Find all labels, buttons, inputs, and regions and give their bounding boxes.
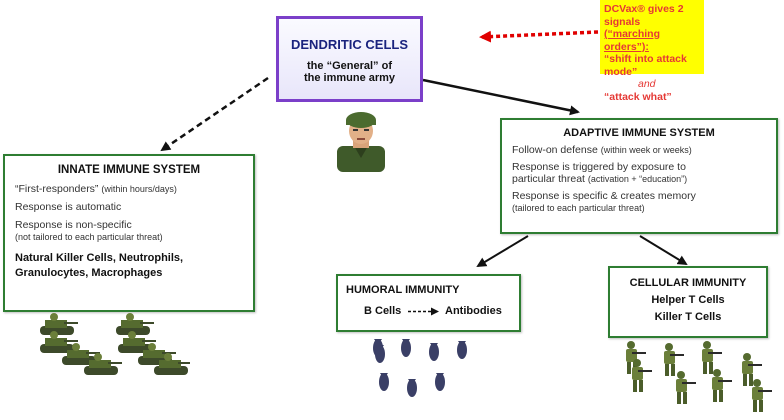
innate-line-1a: “First-responders” <box>15 183 99 195</box>
arrow-right-icon <box>408 307 440 316</box>
arrow-dcvax-to-dendritic <box>479 30 599 43</box>
adaptive-line-1b: (within week or weeks) <box>600 145 692 155</box>
bomb-icon <box>435 373 445 391</box>
adaptive-immune-system-box: ADAPTIVE IMMUNE SYSTEM Follow-on defense… <box>500 118 778 234</box>
cellular-immunity-box: CELLULAR IMMUNITY Helper T Cells Killer … <box>608 266 768 338</box>
adaptive-line-1a: Follow-on defense <box>512 144 598 156</box>
cellular-line-1: Helper T Cells <box>651 294 725 306</box>
bomb-icon <box>457 341 467 359</box>
tank-icon <box>40 313 78 335</box>
dcvax-line-5: “attack what” <box>604 90 672 103</box>
adaptive-line-particular-threat: particular threat (activation + “educati… <box>512 173 766 185</box>
tanks-illustration <box>40 313 190 375</box>
cellular-title: CELLULAR IMMUNITY <box>629 277 747 289</box>
arrow-dendritic-to-innate <box>160 76 269 152</box>
humoral-antibodies: Antibodies <box>445 305 502 317</box>
innate-line-4: (not tailored to each particular threat) <box>15 232 163 242</box>
soldiers-illustration <box>626 341 772 412</box>
bomb-icon <box>379 373 389 391</box>
soldier-icon <box>752 379 772 412</box>
bomb-icon <box>407 379 417 397</box>
dcvax-line-2: (“marching orders”): <box>604 28 661 53</box>
innate-line-first-responders: “First-responders” (within hours/days) <box>15 183 243 195</box>
innate-line-2: Response is automatic <box>15 201 122 213</box>
adaptive-line-5: (tailored to each particular threat) <box>512 203 645 213</box>
arrow-adaptive-to-cellular <box>639 235 688 266</box>
adaptive-line-follow-on: Follow-on defense (within week or weeks) <box>512 144 766 156</box>
tank-icon <box>116 313 154 335</box>
arrow-adaptive-to-humoral <box>476 235 529 268</box>
dendritic-subtitle-2: the immune army <box>303 72 396 84</box>
bomb-icon <box>375 345 385 363</box>
innate-line-1b: (within hours/days) <box>101 184 177 194</box>
humoral-row: B Cells Antibodies <box>346 305 511 317</box>
dendritic-title: DENDRITIC CELLS <box>291 37 408 52</box>
humoral-b-cells: B Cells <box>364 305 402 317</box>
arrow-dendritic-to-adaptive <box>422 78 580 116</box>
soldier-icon <box>676 371 696 404</box>
adaptive-line-4: Response is specific & creates memory <box>512 190 696 202</box>
dcvax-line-4: and <box>638 78 656 90</box>
dendritic-subtitle-1: the “General” of <box>307 60 392 72</box>
innate-title: INNATE IMMUNE SYSTEM <box>57 164 201 176</box>
humoral-immunity-box: HUMORAL IMMUNITY B Cells Antibodies <box>336 274 521 332</box>
bombs-illustration <box>373 339 467 397</box>
cellular-line-2: Killer T Cells <box>654 311 722 323</box>
innate-line-3: Response is non-specific <box>15 219 132 231</box>
adaptive-line-2: Response is triggered by exposure to <box>512 161 686 173</box>
soldier-icon <box>632 359 652 392</box>
dendritic-cells-box: DENDRITIC CELLS the “General” of the imm… <box>276 16 423 102</box>
dcvax-line-1: DCVax® gives 2 signals <box>604 3 684 28</box>
soldier-icon <box>712 369 732 402</box>
dcvax-callout: DCVax® gives 2 signals (“marching orders… <box>600 0 704 103</box>
adaptive-title: ADAPTIVE IMMUNE SYSTEM <box>563 127 715 139</box>
bomb-icon <box>429 343 439 361</box>
general-soldier-icon <box>337 112 385 172</box>
dcvax-line-3: “shift into attack mode” <box>604 53 687 78</box>
adaptive-line-3b: (activation + “education”) <box>587 174 688 184</box>
humoral-title: HUMORAL IMMUNITY <box>346 284 460 296</box>
adaptive-line-3a: particular threat <box>512 173 585 185</box>
innate-cells-2: Granulocytes, Macrophages <box>15 267 163 279</box>
innate-cells-1: Natural Killer Cells, Neutrophils, <box>15 252 184 264</box>
innate-immune-system-box: INNATE IMMUNE SYSTEM “First-responders” … <box>3 154 255 312</box>
bomb-icon <box>401 339 411 357</box>
soldier-icon <box>702 341 722 374</box>
